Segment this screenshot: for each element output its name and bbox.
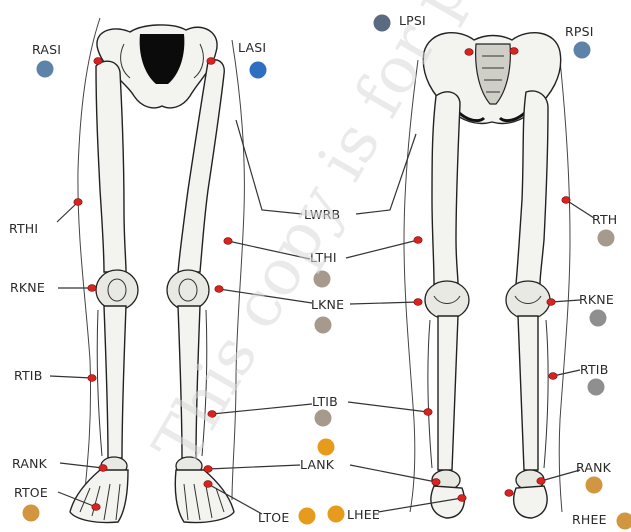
label-rtib-posterior: RTIB: [580, 362, 608, 377]
marker-ltoe: [204, 481, 212, 488]
label-rtoe: RTOE: [14, 485, 48, 500]
color-dot-lank: [318, 439, 335, 456]
marker-rtib: [88, 375, 96, 382]
marker-rasi: [94, 58, 102, 65]
color-dot-rasi: [37, 61, 54, 78]
label-lhee: LHEE: [347, 507, 380, 522]
label-rank: RANK: [12, 456, 48, 471]
marker-rkne: [88, 285, 96, 292]
marker-lthi: [224, 238, 232, 245]
color-dot-rkne-posterior: [590, 310, 607, 327]
label-rkne-posterior: RKNE: [579, 292, 614, 307]
posterior-right-heel: [514, 486, 547, 518]
label-ltib: LTIB: [312, 394, 338, 409]
anterior-left-foot: [175, 470, 234, 523]
marker-rtib-posterior: [549, 373, 557, 380]
label-rth: RTH: [592, 212, 617, 227]
marker-lank-posterior: [432, 479, 440, 486]
color-dot-ltoe: [299, 508, 316, 525]
marker-lasi: [207, 58, 215, 65]
label-lank: LANK: [300, 457, 335, 472]
color-dot-rhee: [617, 513, 631, 530]
posterior-right-femur: [516, 91, 548, 284]
posterior-silhouette-left: [404, 60, 418, 512]
anterior-left-knee: [167, 270, 209, 310]
marker-rank-posterior: [537, 478, 545, 485]
anterior-right-foot: [70, 470, 128, 523]
color-dot-lasi: [250, 62, 267, 79]
marker-rpsi: [510, 48, 518, 55]
posterior-right-knee: [506, 281, 550, 319]
marker-rhee: [505, 490, 513, 497]
color-dot-lhee: [328, 506, 345, 523]
posterior-skeleton: [404, 33, 570, 518]
marker-ltib-posterior: [424, 409, 432, 416]
label-rtib: RTIB: [14, 368, 42, 383]
anterior-right-knee: [96, 270, 138, 310]
posterior-right-tibia: [518, 316, 538, 470]
posterior-silhouette-right: [559, 60, 570, 512]
color-dot-ltib: [315, 410, 332, 427]
label-rank-posterior: RANK: [576, 460, 612, 475]
label-rasi: RASI: [32, 42, 61, 57]
posterior-left-knee: [425, 281, 469, 319]
label-rthi: RTHI: [9, 221, 38, 236]
color-dot-rtib-posterior: [588, 379, 605, 396]
label-lkne: LKNE: [311, 297, 344, 312]
posterior-left-tibia: [438, 316, 458, 470]
label-ltoe: LTOE: [258, 510, 289, 525]
marker-rank: [99, 465, 107, 472]
label-rkne: RKNE: [10, 280, 45, 295]
label-lasi: LASI: [238, 40, 266, 55]
posterior-left-femur: [432, 92, 460, 284]
color-dot-rth: [598, 230, 615, 247]
marker-lpsi: [465, 49, 473, 56]
marker-rtoe: [92, 504, 100, 511]
anterior-right-femur: [96, 61, 126, 272]
marker-lkne: [215, 286, 223, 293]
marker-lhee: [458, 495, 466, 502]
color-dot-rtoe: [23, 505, 40, 522]
marker-rkne-posterior: [547, 299, 555, 306]
marker-rth: [562, 197, 570, 204]
marker-rthi: [74, 199, 82, 206]
color-dot-lkne: [315, 317, 332, 334]
color-dot-rpsi: [574, 42, 591, 59]
label-rpsi: RPSI: [565, 24, 594, 39]
label-rhee: RHEE: [572, 512, 607, 527]
anterior-right-tibia: [104, 306, 126, 458]
color-dot-rank-posterior: [586, 477, 603, 494]
marker-lthi-posterior: [414, 237, 422, 244]
marker-lkne-posterior: [414, 299, 422, 306]
